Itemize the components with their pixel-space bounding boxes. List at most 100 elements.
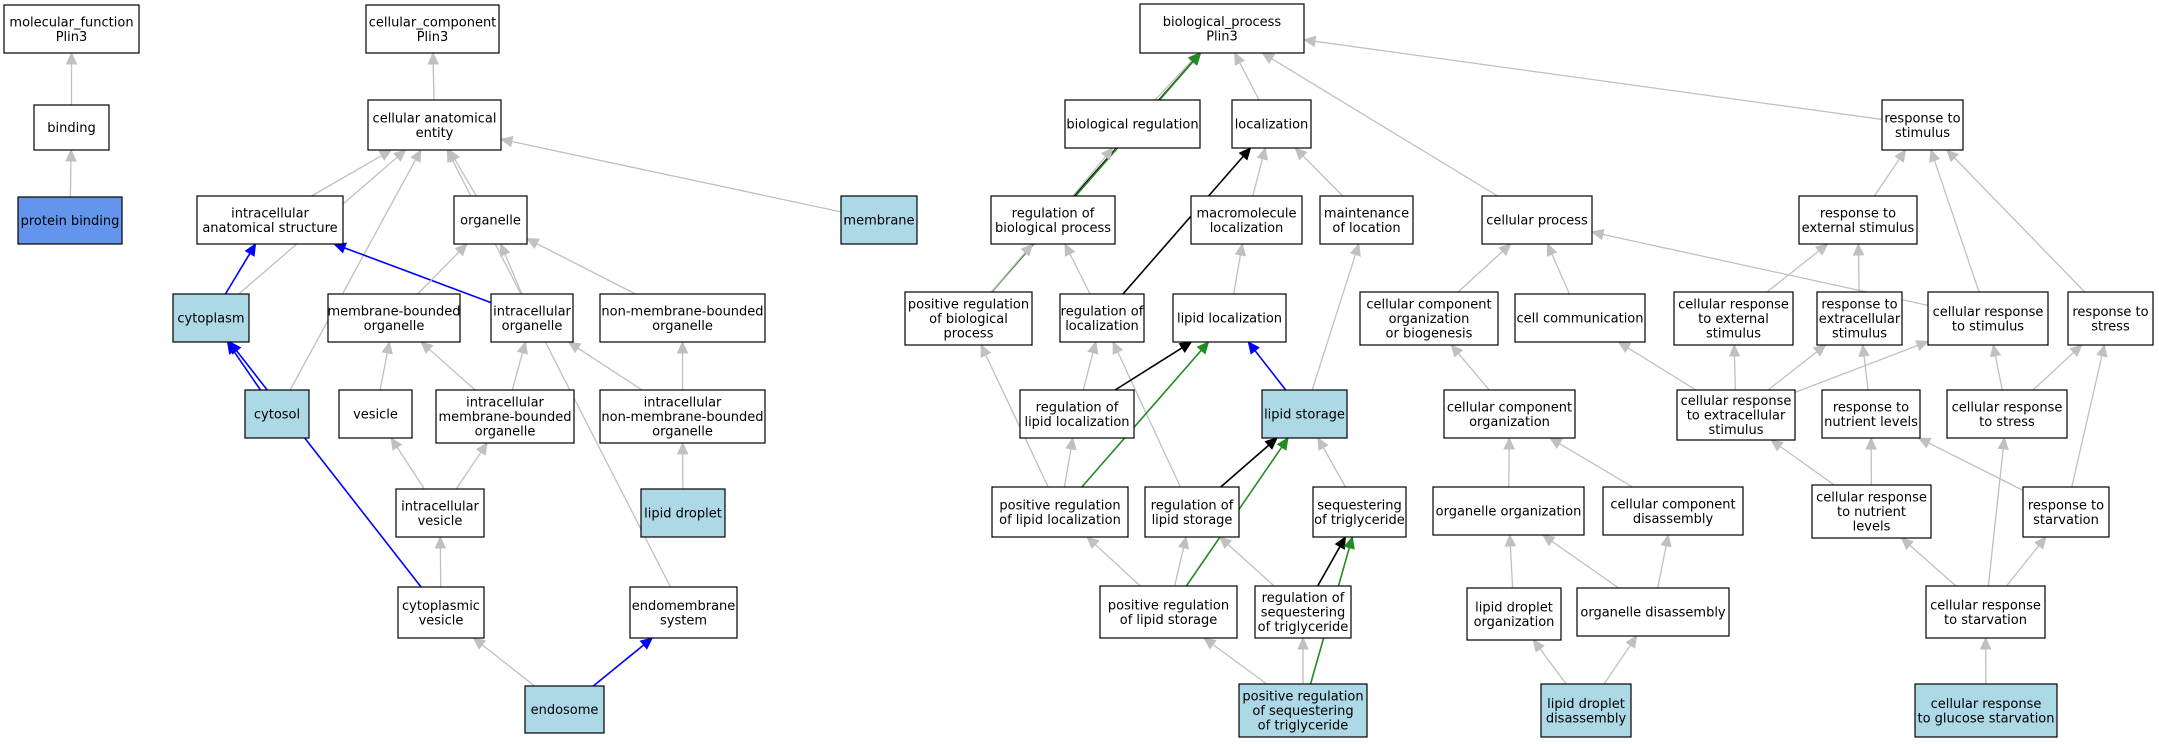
node-label-line: localization — [1235, 118, 1309, 133]
node-label-line: organelle — [364, 319, 425, 334]
edge-arrowhead — [410, 148, 422, 163]
node-cytoplasm[interactable]: cytoplasm — [172, 293, 250, 343]
edge-rost-regulates-sot — [1316, 535, 1346, 587]
edge-crtexs-is_a-crts — [1794, 340, 1930, 394]
node-ls[interactable]: lipid storage — [1261, 389, 1348, 439]
node-ll[interactable]: lipid localization — [1172, 293, 1287, 343]
node-box — [1261, 389, 1348, 439]
node-binding[interactable]: binding — [33, 104, 110, 151]
node-protbind[interactable]: protein binding — [17, 196, 123, 245]
edge-prost-is_a-rost — [1297, 636, 1309, 684]
edge-arrowhead — [1450, 344, 1464, 358]
node-ld[interactable]: lipid droplet — [640, 488, 726, 538]
node-label-line: positive regulation — [908, 298, 1029, 313]
node-inmbo[interactable]: intracellularnon-membrane-boundedorganel… — [599, 389, 766, 444]
node-cytosol[interactable]: cytosol — [244, 389, 310, 439]
node-label-line: cellular response — [1933, 305, 2044, 320]
node-label-line: lipid storage — [1152, 513, 1233, 528]
node-cp[interactable]: cellular process — [1481, 195, 1593, 245]
node-vesicle[interactable]: vesicle — [338, 389, 413, 439]
node-label-line: organelle — [652, 425, 713, 440]
edge-ls-is_a-mol — [1311, 242, 1361, 391]
node-box — [490, 293, 574, 343]
node-label-line: non-membrane-bounded — [601, 304, 763, 319]
node-box — [599, 293, 766, 343]
node-box — [1139, 3, 1305, 54]
node-membrane[interactable]: membrane — [840, 195, 918, 245]
edge-arrowhead — [1770, 439, 1784, 452]
node-box — [1676, 389, 1796, 441]
node-endosome[interactable]: endosome — [524, 685, 605, 734]
edge-arrowhead — [1625, 635, 1638, 649]
node-organelle[interactable]: organelle — [453, 195, 528, 245]
node-box — [1319, 195, 1414, 245]
node-label-line: lipid localization — [1024, 415, 1129, 430]
node-label-line: to glucose starvation — [1917, 711, 2054, 726]
node-label-line: membrane-bounded — [327, 304, 460, 319]
node-label-line: starvation — [2033, 513, 2099, 528]
node-label-line: organelle — [460, 214, 521, 229]
node-label-line: sequestering — [1261, 606, 1346, 621]
node-box — [991, 486, 1129, 538]
node-oo[interactable]: organelle organization — [1432, 486, 1585, 536]
node-label-line: cellular anatomical — [373, 111, 497, 126]
edge-arrowhead — [1812, 344, 1827, 357]
edge-arrowhead — [2096, 343, 2108, 358]
node-od[interactable]: organelle disassembly — [1576, 587, 1730, 637]
node-label-line: localization — [1210, 221, 1284, 236]
node-breg[interactable]: biological regulation — [1064, 99, 1201, 149]
edge-arrowhead — [1945, 149, 1959, 163]
edge-inmbo-is_a-io — [567, 341, 643, 391]
edge-od-is_a-ccd — [1657, 533, 1672, 589]
node-label-line: cytoplasm — [177, 312, 244, 327]
node-loc[interactable]: localization — [1231, 99, 1312, 149]
edge-arrowhead — [1086, 536, 1100, 550]
node-cc2[interactable]: cell communication — [1514, 293, 1646, 343]
edge-arrowhead — [1541, 534, 1556, 547]
